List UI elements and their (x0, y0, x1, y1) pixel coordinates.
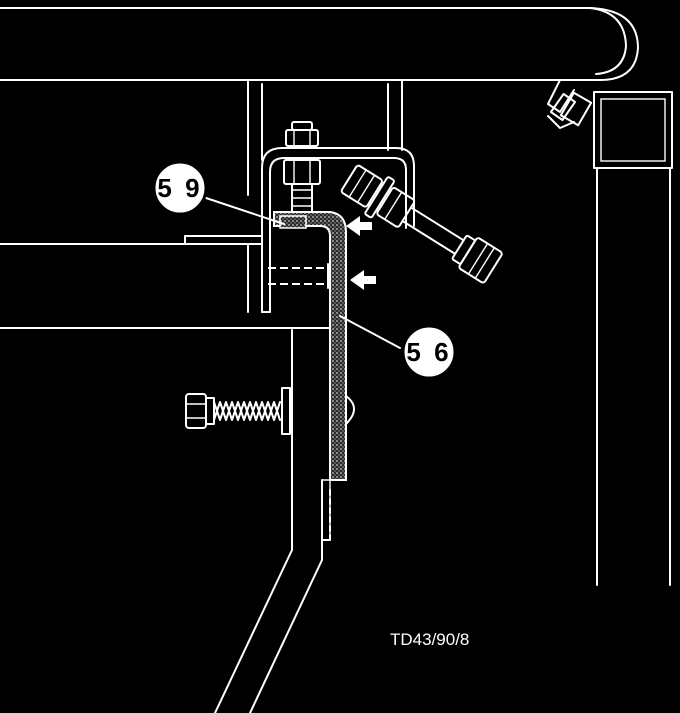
vertical-support-channel (247, 79, 403, 196)
callout-59: 5 9 (152, 160, 208, 216)
lower-support-leg (214, 329, 346, 713)
right-vertical-post (593, 91, 673, 586)
leg-boss (345, 395, 355, 425)
callout-56-label: 5 6 (406, 337, 451, 367)
leader-line-59 (205, 197, 285, 225)
hatched-bent-strap (273, 211, 347, 481)
leader-line-56 (339, 315, 401, 349)
hidden-bolt-dashed (268, 263, 329, 289)
callout-59-label: 5 9 (157, 173, 202, 203)
spring-bolt-assembly (185, 387, 291, 435)
rail-clamp-bolt (547, 79, 593, 129)
angled-adjuster-bolt (340, 164, 503, 284)
figure-reference-code: TD43/90/8 (390, 630, 469, 649)
arrow-lower (350, 270, 376, 290)
horizontal-beam (0, 235, 331, 329)
callout-56: 5 6 (401, 324, 457, 380)
top-frame-rail (0, 7, 639, 81)
arrow-upper (346, 216, 372, 236)
vertical-stud-bolt (283, 121, 321, 215)
u-bracket (261, 147, 415, 313)
